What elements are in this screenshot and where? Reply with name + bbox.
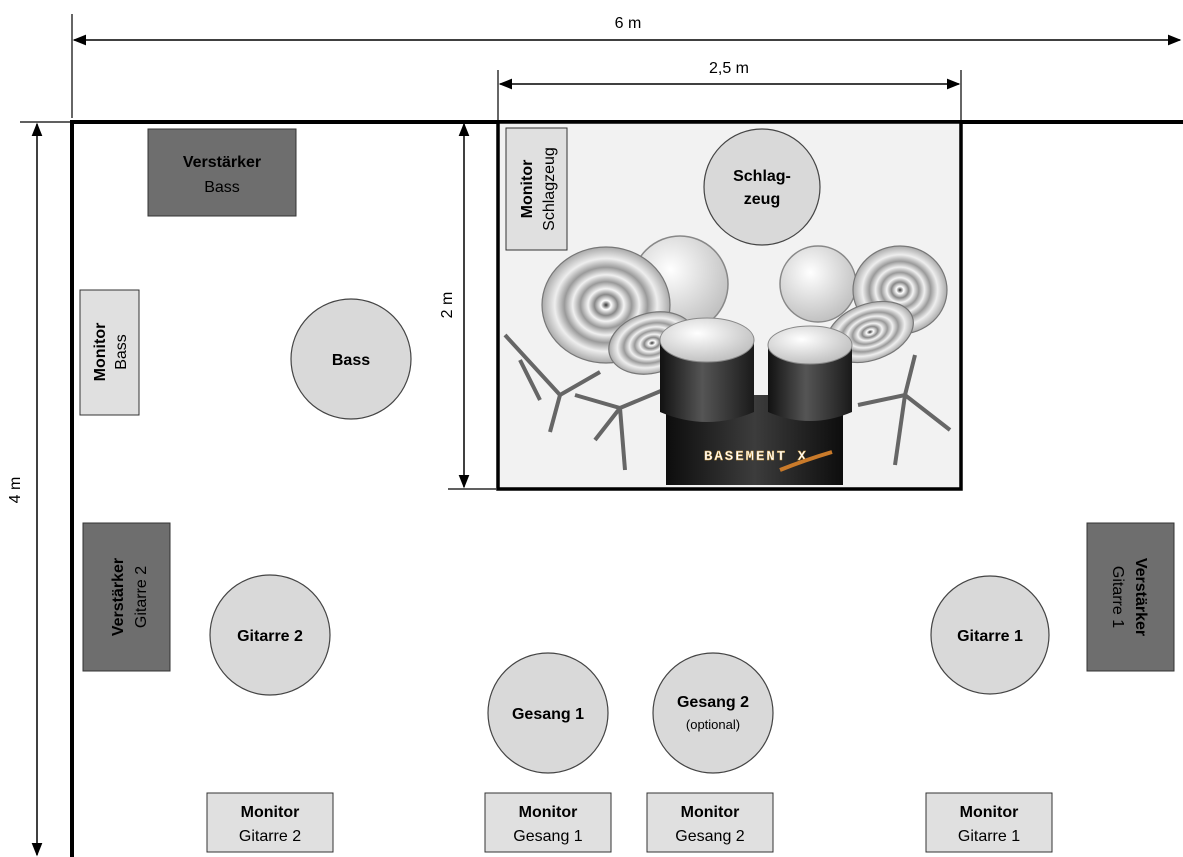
position-guitar-2-label: Gitarre 2: [237, 628, 303, 645]
position-bass: Bass: [290, 298, 412, 420]
position-guitar-2: Gitarre 2: [209, 574, 331, 696]
amp-guitar-2-title: Verstärker: [110, 558, 127, 636]
drum-width-label: 2,5 m: [709, 60, 749, 77]
drum-depth-label: 2 m: [439, 292, 456, 319]
width-label: 6 m: [615, 15, 642, 32]
monitor-vocal-1: Monitor Gesang 1: [484, 792, 612, 853]
position-vocal-2-note: (optional): [686, 717, 740, 732]
brand-logo: BASEMENT X: [704, 449, 808, 465]
position-vocal-2: Gesang 2 (optional): [652, 652, 774, 774]
monitor-drums: Monitor Schlagzeug: [505, 127, 568, 251]
height-label: 4 m: [7, 477, 24, 504]
monitor-vocal-2-title: Monitor: [681, 804, 740, 821]
monitor-bass-sub: Bass: [113, 334, 130, 370]
monitor-guitar-2-sub: Gitarre 2: [239, 828, 301, 845]
amp-guitar-2-sub: Gitarre 2: [133, 566, 150, 628]
amp-guitar-1-sub: Gitarre 1: [1109, 566, 1126, 628]
monitor-drums-sub: Schlagzeug: [541, 147, 558, 231]
monitor-guitar-1-sub: Gitarre 1: [958, 828, 1020, 845]
position-vocal-1-label: Gesang 1: [512, 706, 584, 723]
position-drums-line2: zeug: [744, 191, 780, 208]
drum-kit-illustration: BASEMENT X: [503, 235, 952, 485]
dimension-width: 6 m: [71, 14, 1182, 118]
monitor-guitar-1-title: Monitor: [960, 804, 1019, 821]
monitor-bass-title: Monitor: [92, 323, 109, 382]
position-guitar-1: Gitarre 1: [930, 575, 1050, 695]
position-vocal-1: Gesang 1: [487, 652, 609, 774]
monitor-guitar-2-title: Monitor: [241, 804, 300, 821]
amp-bass-title: Verstärker: [183, 154, 261, 171]
position-drums-line1: Schlag-: [733, 168, 791, 185]
dimension-height: 4 m: [7, 121, 70, 857]
amp-bass: Verstärker Bass: [147, 128, 297, 217]
dimension-drum-depth: 2 m: [439, 122, 496, 490]
position-drums: Schlag- zeug: [703, 128, 821, 246]
position-bass-label: Bass: [332, 352, 370, 369]
amp-guitar-1: Verstärker Gitarre 1: [1086, 522, 1175, 672]
monitor-bass: Monitor Bass: [79, 289, 140, 416]
position-guitar-1-label: Gitarre 1: [957, 628, 1023, 645]
monitor-vocal-2-sub: Gesang 2: [675, 828, 744, 845]
monitor-vocal-2: Monitor Gesang 2: [646, 792, 774, 853]
monitor-vocal-1-title: Monitor: [519, 804, 578, 821]
amp-guitar-2: Verstärker Gitarre 2: [82, 522, 171, 672]
dimension-drum-width: 2,5 m: [497, 60, 962, 120]
position-vocal-2-label: Gesang 2: [677, 694, 749, 711]
amp-guitar-1-title: Verstärker: [1132, 558, 1149, 636]
monitor-guitar-1: Monitor Gitarre 1: [925, 792, 1053, 853]
amp-bass-sub: Bass: [204, 179, 240, 196]
monitor-drums-title: Monitor: [519, 160, 536, 219]
monitor-guitar-2: Monitor Gitarre 2: [206, 792, 334, 853]
monitor-vocal-1-sub: Gesang 1: [513, 828, 582, 845]
